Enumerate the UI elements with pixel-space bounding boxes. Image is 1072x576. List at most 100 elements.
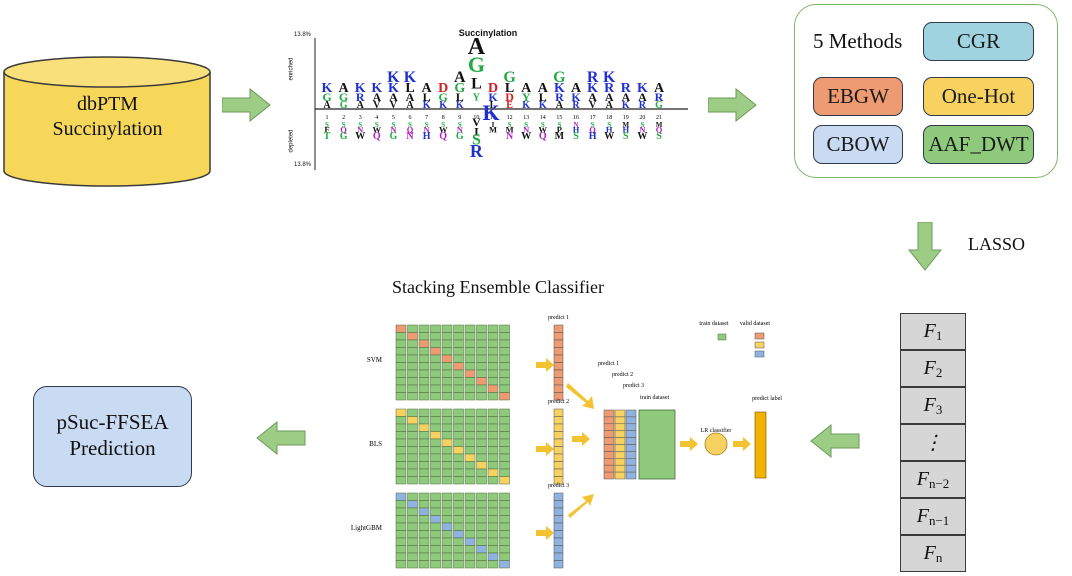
legend-train-label: train dataset [699, 321, 728, 327]
cv-cell [407, 354, 418, 363]
logo-position-label: 20 [639, 115, 645, 121]
cv-cell [430, 537, 441, 546]
methods-title: 5 Methods [813, 29, 903, 53]
cv-cell [464, 515, 476, 524]
logo-position-label: 18 [606, 115, 612, 121]
cv-cell [464, 354, 476, 363]
logo-residue: Q [589, 124, 596, 134]
cv-cell [476, 545, 487, 554]
predict-cell [553, 507, 564, 516]
cv-cell [453, 324, 464, 333]
feature-symbol: F [923, 357, 936, 379]
logo-residue: K [554, 81, 565, 96]
logo-position-label: 12 [507, 115, 513, 121]
cv-cell [476, 453, 487, 462]
cv-cell [487, 354, 499, 363]
logo-residue: K [456, 100, 464, 111]
cv-cell [395, 347, 407, 356]
logo-residue: W [439, 124, 448, 134]
cv-cell [487, 560, 499, 569]
logo-residue: S [508, 121, 512, 129]
stack-cell [603, 451, 615, 459]
logo-residue: A [406, 90, 415, 104]
cv-cell [430, 369, 441, 378]
cv-cell [476, 362, 487, 371]
cv-cell [487, 468, 499, 477]
cv-cell [453, 384, 464, 393]
cv-cell [453, 453, 464, 462]
cv-cell [499, 438, 510, 447]
cv-cell [476, 416, 487, 425]
lr-classifier-node [704, 432, 728, 456]
logo-residue: A [538, 81, 549, 96]
logo-residue: S [408, 121, 412, 129]
logo-residue: S [607, 121, 611, 129]
cv-cell [407, 416, 418, 425]
logo-residue: S [458, 121, 462, 129]
logo-residue: S [358, 121, 362, 129]
feature-symbol: F [916, 505, 929, 527]
cv-cell [430, 347, 441, 356]
logo-residue: R [655, 90, 664, 104]
logo-residue: L [423, 90, 431, 104]
logo-residue: Q [340, 124, 347, 134]
cv-cell [453, 369, 464, 378]
logo-residue: G [468, 52, 485, 77]
logo-residue: G [390, 131, 398, 142]
cv-cell [418, 438, 430, 447]
cv-cell [430, 515, 441, 524]
cv-cell [476, 492, 487, 501]
cv-cell [476, 324, 487, 333]
logo-residue: S [573, 131, 579, 142]
cv-cell [464, 416, 476, 425]
fold-arrow [536, 358, 554, 372]
logo-residue: Q [539, 131, 547, 142]
logo-residue: S [591, 121, 595, 129]
stack-cell [614, 430, 626, 438]
cv-cell [395, 377, 407, 386]
cv-cell [487, 492, 499, 501]
cv-cell [407, 468, 418, 477]
cv-cell [499, 423, 510, 432]
cv-cell [395, 453, 407, 462]
cv-cell [499, 507, 510, 516]
cv-cell [418, 369, 430, 378]
arrow-left-1 [810, 424, 860, 458]
result-box: pSuc-FFSEA Prediction [33, 386, 192, 487]
cv-cell [407, 369, 418, 378]
logo-residue: Q [656, 124, 663, 134]
feature-subscript: 2 [935, 364, 943, 380]
logo-y-top: 13.8% [294, 32, 312, 38]
predict-label: predict 2 [548, 399, 569, 405]
logo-residue: L [490, 100, 497, 111]
cv-cell [418, 324, 430, 333]
cv-cell [395, 461, 407, 470]
logo-residue: S [656, 131, 662, 142]
logo-position-label: 5 [392, 115, 395, 121]
cv-cell [441, 500, 453, 509]
cv-cell [418, 560, 430, 569]
logo-residue: A [588, 90, 597, 104]
cv-cell [453, 461, 464, 470]
cv-cell [487, 416, 499, 425]
cv-cell [407, 552, 418, 561]
logo-residue: W [373, 124, 382, 134]
cv-cell [464, 500, 476, 509]
cv-cell [487, 552, 499, 561]
cv-cell [499, 545, 510, 554]
logo-residue: F [324, 124, 329, 134]
cv-cell [430, 324, 441, 333]
logo-residue: R [356, 90, 365, 104]
cv-cell [487, 369, 499, 378]
cv-cell [476, 332, 487, 341]
cv-cell [453, 492, 464, 501]
logo-position-label: 8 [442, 115, 445, 121]
logo-residue: S [391, 121, 395, 129]
cv-cell [430, 416, 441, 425]
cv-cell [476, 347, 487, 356]
cv-cell [499, 347, 510, 356]
cv-cell [453, 476, 464, 485]
cv-cell [499, 530, 510, 539]
